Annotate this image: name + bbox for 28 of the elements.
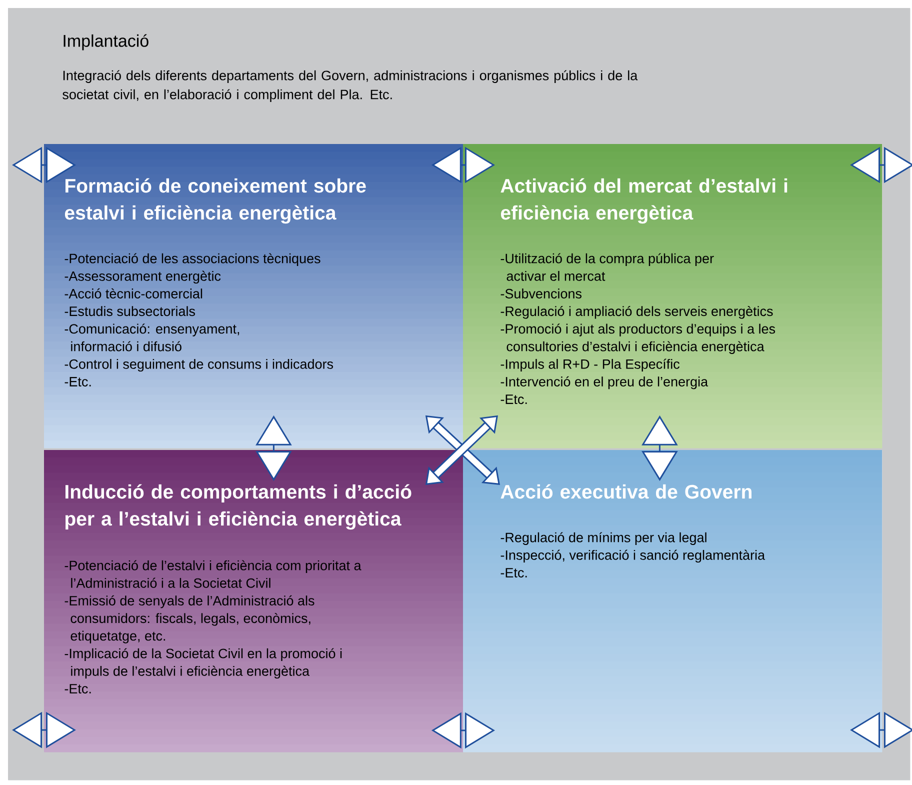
node-label: -Intervenció en el preu de l’energia — [500, 376, 708, 390]
bullet-list: -Potenciació de l’estalvi i eficiència com prioritat a l’Administració i a la Societat Civil -Emissió de senyals de l’Administració als consumidors: fiscals, legals, econòmics, etiquetatge, etc. -Implicació de la Societat Civil en la promoció i impuls de l’estalvi i eficiència energètica -Etc. — [64, 560, 362, 694]
node-label: -Etc. — [64, 684, 91, 694]
node-label: -Etc. — [500, 394, 527, 404]
node-label: -Subvencions — [500, 288, 582, 298]
node-label: -Implicació de la Societat Civil en la promoció i impuls de l’estalvi i eficiència energètica — [64, 648, 342, 679]
node-label: -Regulació i ampliació dels serveis energètics — [500, 306, 773, 319]
panel-title: Implantació — [64, 34, 148, 50]
node-label: -Comunicació: ensenyament, informació i difusió — [64, 324, 240, 352]
node-label: -Control i seguiment de consums i indicadors — [64, 358, 334, 372]
node-label: -Promoció i ajut als productors d’equips i a les consultories d’estalvi i eficiència energètica — [500, 324, 776, 354]
node-label: -Potenciació de l’estalvi i eficiència com prioritat a l’Administració i a la Societat Civil — [64, 560, 362, 588]
node-label: -Estudis subsectorials — [64, 306, 195, 316]
node-label: -Impuls al R+D - Pla Específic — [500, 358, 680, 372]
panel-heading: Acció executiva de Govern — [500, 484, 752, 499]
panel-heading: Inducció de comportaments i d’acció per a l’estalvi i eficiència energètica — [66, 484, 412, 530]
panel-description: Integració dels diferents departaments del Govern, administracions i organismes públics i de la societat civil, en l’elaboració i compliment del Pla. Etc. — [62, 70, 638, 102]
node-label: -Etc. — [64, 377, 91, 386]
bullet-list: -Regulació de mínims per via legal -Inspecció, verificació i sanció reglamentària -Etc. — [500, 532, 766, 578]
bullet-list: -Utilització de la compra pública per activar el mercat -Subvencions -Regulació i ampliació dels serveis energètics -Promoció i ajut als productors d’equips i a les consultories d’estalvi i eficiència energètica -Impuls al R+D - Pla Específic -Intervenció en el preu de l’energia -Etc. — [500, 253, 776, 404]
bullet-list: -Potenciació de les associacions tècniques -Assessorament energètic -Acció tècnic-comercial -Estudis subsectorials -Comunicació: ensenyament, informació i difusió -Control i seguiment de consums i indicadors -Etc. — [64, 253, 334, 386]
node-label: -Utilització de la compra pública per activar el mercat — [500, 253, 714, 281]
panel-heading: Activació del mercat d’estalvi i eficiència energètica — [500, 178, 788, 224]
panel-heading: Formació de coneixement sobre estalvi i eficiència energètica — [64, 178, 366, 224]
node-label: -Assessorament energètic — [64, 270, 221, 284]
node-label: -Emissió de senyals de l’Administració als consumidors: fiscals, legals, econòmics, etiquetatge, etc. — [64, 595, 314, 644]
node-label: -Acció tècnic-comercial — [64, 288, 202, 298]
node-label: -Potenciació de les associacions tècniques — [64, 253, 320, 266]
